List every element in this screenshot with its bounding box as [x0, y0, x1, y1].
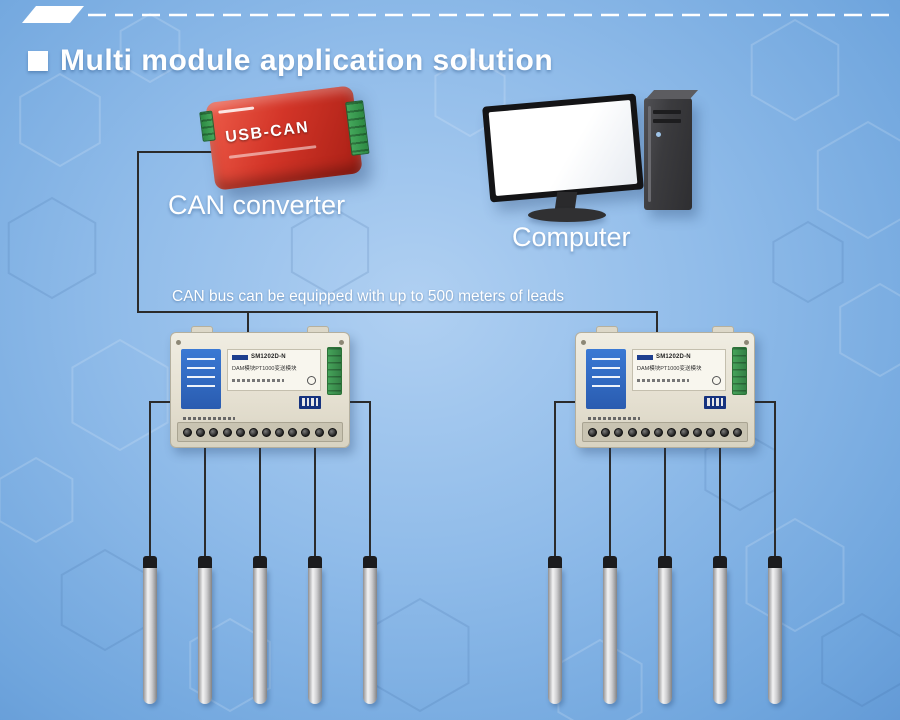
terminal-screw-row	[177, 422, 343, 442]
computer-monitor	[482, 93, 644, 203]
sensor-probe	[308, 556, 322, 704]
sensor-probe	[658, 556, 672, 704]
sensor-probe	[713, 556, 727, 704]
hex-outline	[839, 282, 900, 378]
module-fineprint-line	[183, 417, 235, 420]
cert-mark-icon	[307, 376, 316, 385]
tower-power-led	[656, 132, 661, 137]
tower-top-face	[645, 90, 699, 99]
hex-outline	[745, 517, 845, 633]
sensor-probe	[603, 556, 617, 704]
module-fineprint-line	[232, 379, 284, 382]
hex-outline	[557, 638, 643, 720]
mounting-tab	[712, 326, 734, 333]
hex-outline	[772, 220, 844, 304]
monitor-screen	[488, 99, 638, 197]
probe-wire	[554, 401, 576, 560]
sensor-probe	[363, 556, 377, 704]
probe-wire	[349, 401, 371, 560]
sensor-probe	[198, 556, 212, 704]
dip-switch	[704, 396, 726, 409]
module-desc-text: DAM模块PT1000变送模块	[232, 366, 297, 372]
cert-mark-icon	[712, 376, 721, 385]
probe-wire	[149, 401, 171, 560]
module-blue-panel	[586, 349, 626, 409]
tower-edge-highlight	[648, 106, 651, 202]
hex-outline	[189, 617, 271, 713]
can-bus-note: CAN bus can be equipped with up to 500 m…	[172, 288, 565, 305]
mounting-tab	[307, 326, 329, 333]
header-flag-shape	[22, 6, 84, 23]
title-square-icon	[28, 51, 48, 71]
hex-outline	[19, 72, 101, 168]
page-title: Multi module application solution	[28, 44, 553, 78]
daq-module-2: SM1202D-N DAM模块PT1000变送模块	[575, 326, 755, 448]
usb-can-converter-device: USB-CAN	[199, 85, 370, 191]
screw-hole	[744, 340, 749, 345]
can-bus-line	[137, 151, 658, 334]
module-desc-text: DAM模块PT1000变送模块	[637, 366, 702, 372]
module-green-terminal	[732, 347, 747, 395]
mounting-tab	[191, 326, 213, 333]
module-fineprint-line	[637, 379, 689, 382]
hex-outline	[7, 196, 97, 300]
can-converter-caption: CAN converter	[168, 190, 346, 220]
dip-switch	[299, 396, 321, 409]
module-green-terminal	[327, 347, 342, 395]
screw-hole	[581, 340, 586, 345]
hex-outline	[821, 612, 900, 708]
module-logo	[637, 354, 653, 360]
computer-caption: Computer	[512, 222, 631, 252]
hex-outline	[816, 120, 900, 240]
monitor-stand-base	[528, 208, 606, 222]
converter-subtext-line	[228, 145, 317, 159]
module-model-text: SM1202D-N	[656, 354, 691, 360]
hex-outline	[750, 18, 840, 122]
hex-outline	[0, 456, 74, 544]
tower-drive-slot	[653, 119, 681, 123]
sensor-probe	[143, 556, 157, 704]
converter-device-label: USB-CAN	[224, 118, 311, 147]
terminal-screw-row	[582, 422, 748, 442]
module-logo	[232, 354, 248, 360]
page-title-text: Multi module application solution	[60, 44, 554, 77]
sensor-probe	[768, 556, 782, 704]
converter-left-terminal	[199, 110, 216, 142]
computer-tower	[644, 90, 699, 210]
sensor-probe	[253, 556, 267, 704]
tower-drive-slot	[653, 110, 681, 114]
screw-hole	[176, 340, 181, 345]
module-blue-panel	[181, 349, 221, 409]
module-label: SM1202D-N DAM模块PT1000变送模块	[227, 349, 321, 391]
mounting-tab	[596, 326, 618, 333]
hex-outline	[71, 338, 169, 452]
hex-outline	[290, 204, 370, 296]
module-label: SM1202D-N DAM模块PT1000变送模块	[632, 349, 726, 391]
sensor-probe	[548, 556, 562, 704]
module-model-text: SM1202D-N	[251, 354, 286, 360]
converter-small-print	[218, 106, 255, 114]
module-fineprint-line	[588, 417, 640, 420]
screw-hole	[339, 340, 344, 345]
probe-wire	[754, 401, 776, 560]
daq-module-1: SM1202D-N DAM模块PT1000变送模块	[170, 326, 350, 448]
